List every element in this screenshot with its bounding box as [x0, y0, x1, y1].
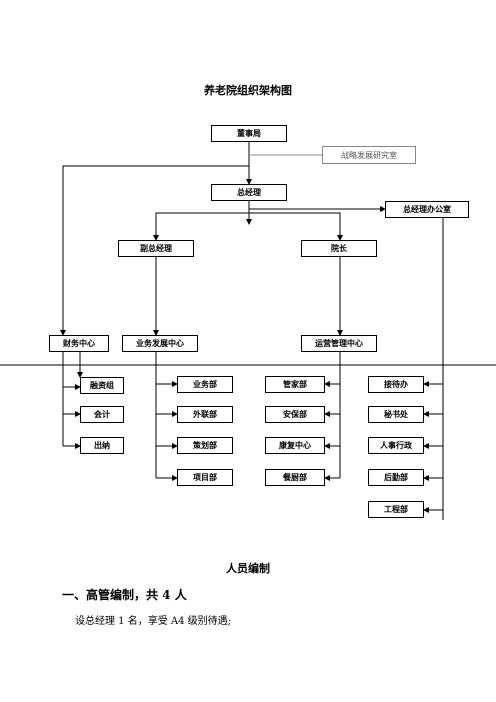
- node-ops-sub-4: 餐厨部: [265, 469, 325, 486]
- node-business-sub-1: 业务部: [177, 376, 233, 393]
- edge-split-deputy: [153, 212, 249, 241]
- node-finance-sub-1: 融资组: [80, 377, 124, 394]
- node-deputy-gm: 副总经理: [118, 240, 194, 257]
- node-office-sub-5: 工程部: [368, 501, 424, 518]
- node-ops-sub-1: 管家部: [265, 376, 325, 393]
- edge-split-dean: [249, 212, 343, 241]
- node-office-sub-1: 接待办: [368, 376, 424, 393]
- heading-1: 一、高管编制，共 4 人: [62, 588, 187, 602]
- node-business-sub-3: 策划部: [177, 437, 233, 454]
- section-title: 人员编制: [226, 562, 270, 575]
- node-finance-sub-3: 出纳: [80, 437, 124, 454]
- node-business-sub-4: 项目部: [177, 469, 233, 486]
- node-ops-sub-3: 康复中心: [265, 437, 325, 454]
- node-business-sub-2: 外联部: [177, 406, 233, 423]
- node-board: 董事局: [211, 125, 287, 142]
- node-office-sub-4: 后勤部: [368, 469, 424, 486]
- node-business-dev: 业务发展中心: [122, 335, 198, 352]
- edge-trunk-finance: [60, 165, 249, 336]
- node-dean: 院长: [301, 240, 377, 257]
- node-gm-office: 总经理办公室: [385, 201, 469, 218]
- node-office-sub-2: 秘书处: [368, 406, 424, 423]
- node-ops-sub-2: 安保部: [265, 406, 325, 423]
- node-ops: 运营管理中心: [301, 335, 377, 352]
- paragraph-1: 设总经理 1 名，享受 A4 级别待遇;: [75, 616, 232, 627]
- node-gm: 总经理: [211, 184, 287, 201]
- chart-title: 养老院组织架构图: [204, 84, 292, 97]
- node-finance: 财务中心: [49, 335, 109, 352]
- node-office-sub-3: 人事行政: [368, 437, 424, 454]
- node-finance-sub-2: 会计: [80, 406, 124, 423]
- node-strategy: 战略发展研究室: [322, 146, 416, 164]
